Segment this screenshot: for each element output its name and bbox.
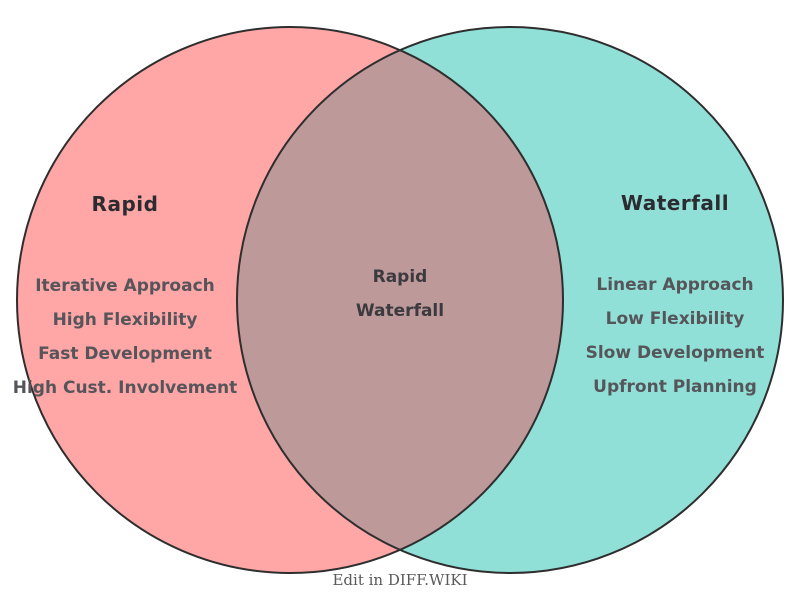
set-item: High Flexibility bbox=[52, 310, 198, 330]
edit-link[interactable]: Edit in DIFF.WIKI bbox=[332, 571, 468, 589]
intersection-lens bbox=[237, 27, 563, 573]
set-item: Slow Development bbox=[585, 343, 765, 363]
intersection-labels: Rapid Waterfall bbox=[300, 260, 500, 328]
left-circle-outline bbox=[16, 26, 564, 574]
right-set-items: Linear Approach Low Flexibility Slow Dev… bbox=[555, 268, 795, 404]
intersection-label-bottom: Waterfall bbox=[355, 301, 445, 321]
left-set-title: Rapid bbox=[91, 192, 159, 216]
set-item: High Cust. Involvement bbox=[12, 378, 238, 398]
intersection-label-top: Rapid bbox=[372, 267, 428, 287]
set-item: Iterative Approach bbox=[35, 276, 215, 296]
set-item: Linear Approach bbox=[596, 275, 754, 295]
left-set-items: Iterative Approach High Flexibility Fast… bbox=[5, 269, 245, 405]
set-item: Upfront Planning bbox=[593, 377, 757, 397]
right-set-title: Waterfall bbox=[620, 191, 730, 215]
set-item: Fast Development bbox=[38, 344, 212, 364]
right-circle-outline bbox=[236, 26, 784, 574]
set-item: Low Flexibility bbox=[605, 309, 745, 329]
